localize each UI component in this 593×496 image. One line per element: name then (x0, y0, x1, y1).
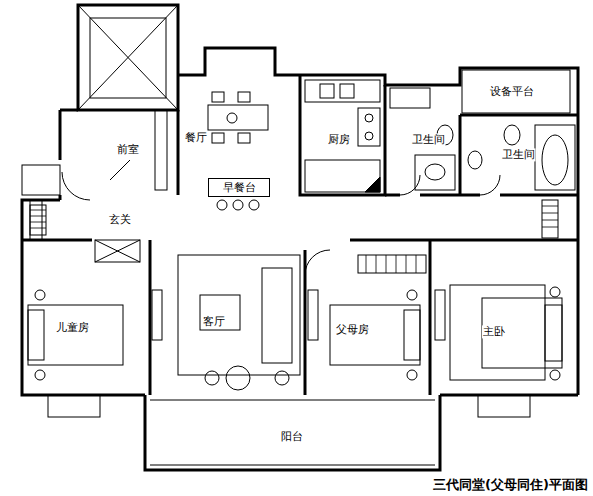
room-label: 设备平台 (489, 85, 535, 98)
counter-box: 早餐台 (208, 178, 270, 197)
room-label: 卫生间 (411, 133, 446, 146)
room-label: 客厅 (202, 315, 226, 328)
room-label: 厨房 (327, 133, 351, 146)
room-label: 前室 (116, 143, 140, 156)
room-label: 阳台 (280, 430, 304, 443)
caption: 三代同堂(父母同住)平面图 (433, 476, 588, 494)
room-label: 玄关 (108, 213, 132, 226)
room-label: 卫生间 (501, 148, 536, 161)
counter-label: 早餐台 (223, 180, 256, 195)
room-label: 餐厅 (184, 131, 208, 144)
room-label: 主卧 (482, 325, 506, 338)
room-label: 儿童房 (55, 321, 90, 334)
room-label: 父母房 (335, 323, 370, 336)
